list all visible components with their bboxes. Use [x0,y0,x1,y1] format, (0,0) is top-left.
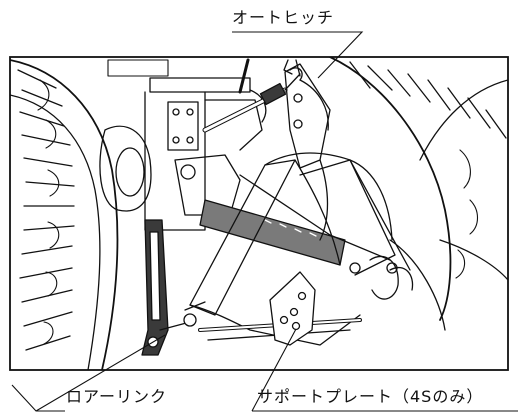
support-plate-label: サポートプレート（4Sのみ） [257,387,484,406]
lower-link-label: ロアーリンク [66,387,168,406]
right-tire [329,57,508,331]
auto-hitch-label: オートヒッチ [232,8,335,27]
hitch-frame [189,152,414,346]
leader-line-lower-link [11,334,166,412]
top-link [202,59,303,133]
support-plate [269,271,316,346]
rear-housing [99,59,267,231]
lift-rod [238,58,329,241]
lower-link-arm [141,219,206,356]
leader-line-support-plate [251,328,518,412]
left-tire [10,59,119,370]
leader-line-auto-hitch [232,31,364,79]
picture-frame [9,56,509,371]
